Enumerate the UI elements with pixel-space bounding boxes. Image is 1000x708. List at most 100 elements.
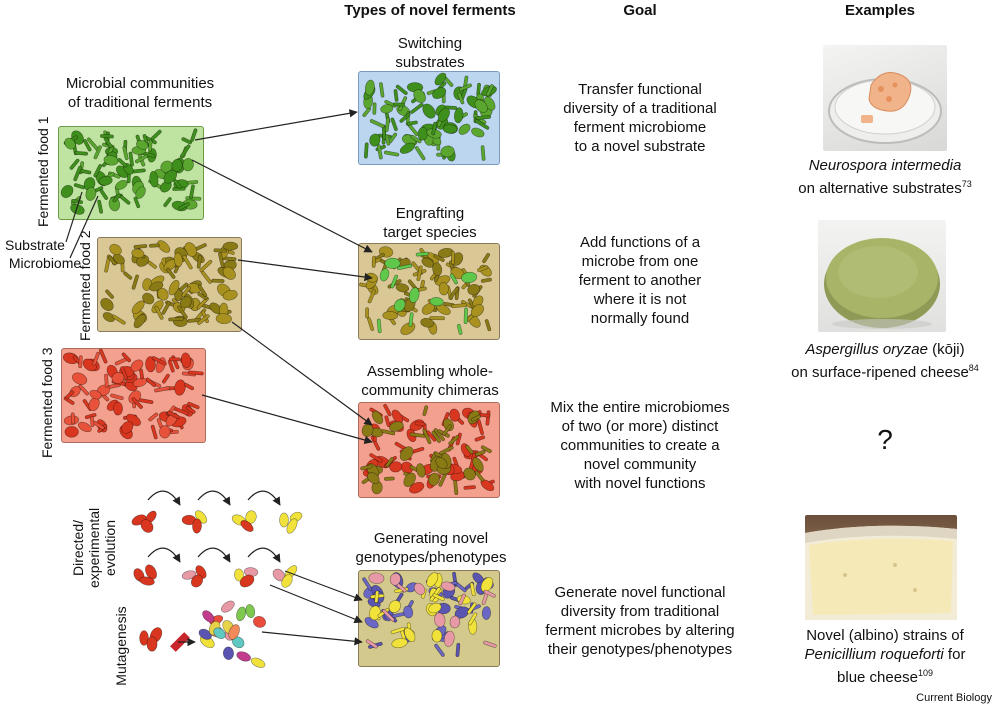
example-penicillium-species: Penicillium roqueforti — [804, 646, 944, 663]
communities-title-line1: Microbial communities — [65, 75, 215, 92]
example-penicillium-for: for — [943, 646, 966, 663]
example-aspergillus-koji: (kōji) — [927, 341, 965, 358]
cheese-wheel-photo — [818, 220, 946, 332]
goal-engrafting-line3: ferment to another — [578, 272, 702, 289]
goal-chimeras-line4: novel community — [583, 456, 697, 473]
evolution-curve-3 — [247, 490, 281, 506]
microbe-cell — [245, 604, 256, 619]
microbe-cell — [199, 635, 215, 649]
microbe-cell — [228, 624, 240, 640]
microbe-cell — [195, 565, 207, 579]
microbe-cell — [198, 628, 212, 640]
microbe-cell — [194, 510, 208, 524]
header-goal: Goal — [623, 2, 657, 19]
communities-title: Microbial communities of traditional fer… — [40, 74, 240, 112]
goal-engrafting-line2: microbe from one — [581, 253, 699, 270]
example-penicillium: Novel (albino) strains of Penicillium ro… — [780, 626, 990, 687]
microbe-cell — [250, 657, 266, 668]
microbe-cell — [209, 615, 224, 626]
evolution-curve-2 — [197, 490, 231, 506]
label-food1: Fermented food 1 — [35, 116, 51, 227]
directed-line1: Directed/ — [70, 519, 86, 577]
microbe-cell — [284, 565, 298, 579]
arrow-evolution-to-generating-1 — [284, 570, 363, 602]
microbe-cell — [236, 606, 247, 622]
label-substrate: Substrate — [5, 237, 65, 253]
microbe-cell — [234, 568, 244, 582]
microbe-cell — [145, 510, 157, 524]
goal-generating: Generate novel functional diversity from… — [530, 583, 750, 659]
arrow-mutagenesis-to-generating — [261, 631, 363, 646]
mutagen-block — [170, 632, 190, 652]
goal-switching-line1: Transfer functional — [578, 81, 702, 98]
microbe-cell — [149, 627, 163, 643]
microbe-cell — [289, 511, 303, 523]
type-title-switching: Switching substrates — [350, 34, 510, 72]
example-penicillium-line3: blue cheese — [837, 669, 918, 686]
panel-engrafting-tan — [358, 243, 500, 340]
panel-switching-blue — [358, 71, 500, 165]
evolution-curve-6 — [247, 547, 281, 563]
example-neurospora-species: Neurospora intermedia — [808, 157, 962, 174]
microbe-cell — [190, 574, 204, 588]
microbe-cell — [139, 576, 155, 586]
microbe-cell — [231, 514, 247, 526]
label-microbiome: Microbiome — [8, 255, 82, 271]
generating-line1: Generating novel — [373, 530, 489, 547]
directed-line2: experimental — [86, 507, 102, 588]
goal-chimeras-line5: with novel functions — [574, 475, 706, 492]
blue-cheese-drawing — [805, 525, 957, 620]
petri-dish-photo — [823, 45, 947, 151]
microbe-cell — [243, 567, 259, 577]
goal-chimeras-line1: Mix the entire microbiomes — [550, 399, 730, 416]
engrafting-line1: Engrafting — [395, 205, 465, 222]
header-types: Types of novel ferments — [344, 2, 516, 19]
example-penicillium-line1: Novel (albino) strains of — [806, 627, 964, 644]
microbe-cell — [208, 620, 221, 636]
panel-food2-tan — [97, 237, 242, 332]
example-neurospora-text: on alternative substrates — [798, 180, 962, 197]
microbe-cell — [181, 570, 197, 580]
microbe-cell — [181, 514, 197, 526]
cheese-wheel-drawing — [824, 238, 940, 329]
goal-chimeras-line3: communities to create a — [560, 437, 720, 454]
switching-line2: substrates — [395, 54, 465, 71]
microbe-cell — [279, 512, 289, 528]
goal-generating-line3: ferment microbes by altering — [545, 622, 735, 639]
goal-switching-line2: diversity of a traditional — [563, 100, 717, 117]
goal-chimeras: Mix the entire microbiomes of two (or mo… — [530, 398, 750, 493]
goal-engrafting-line4: where it is not — [593, 291, 687, 308]
panel-food3-red — [61, 348, 206, 443]
example-question-mark: ? — [877, 424, 893, 455]
goal-generating-line2: diversity from traditional — [560, 603, 720, 620]
switching-line1: Switching — [397, 35, 463, 52]
microbe-cell — [223, 646, 234, 660]
arrow-food2-to-engrafting — [237, 259, 373, 282]
example-aspergillus-text: on surface-ripened cheese — [791, 364, 969, 381]
microbe-cell — [213, 627, 226, 639]
microbe-cell — [208, 625, 224, 638]
chimeras-line1: Assembling whole- — [367, 363, 493, 380]
microbe-cell — [236, 651, 251, 662]
microbe-cell — [281, 574, 293, 588]
microbe-cell — [131, 514, 147, 526]
goal-engrafting-line1: Add functions of a — [579, 234, 701, 251]
petri-dish-drawing — [828, 72, 942, 144]
microbe-cell — [222, 620, 235, 635]
goal-engrafting: Add functions of a microbe from one ferm… — [535, 233, 745, 328]
microbe-cell — [202, 610, 215, 623]
communities-title-line2: of traditional ferments — [67, 94, 213, 111]
microbe-cell — [232, 636, 245, 649]
microbe-cell — [140, 519, 154, 533]
microbe-cell — [139, 630, 149, 646]
goal-chimeras-line2: of two (or more) distinct — [561, 418, 719, 435]
journal-credit: Current Biology — [916, 692, 992, 704]
microbe-cell — [221, 600, 235, 613]
example-aspergillus: Aspergillus oryzae (kōji) on surface-rip… — [770, 340, 1000, 382]
chimeras-line2: community chimeras — [361, 382, 499, 399]
ref-84: 84 — [968, 363, 979, 373]
evolution-curve-4 — [147, 547, 181, 563]
ref-109: 109 — [917, 668, 933, 678]
microbe-cell — [240, 520, 254, 532]
panel-chimera-red — [358, 402, 500, 498]
